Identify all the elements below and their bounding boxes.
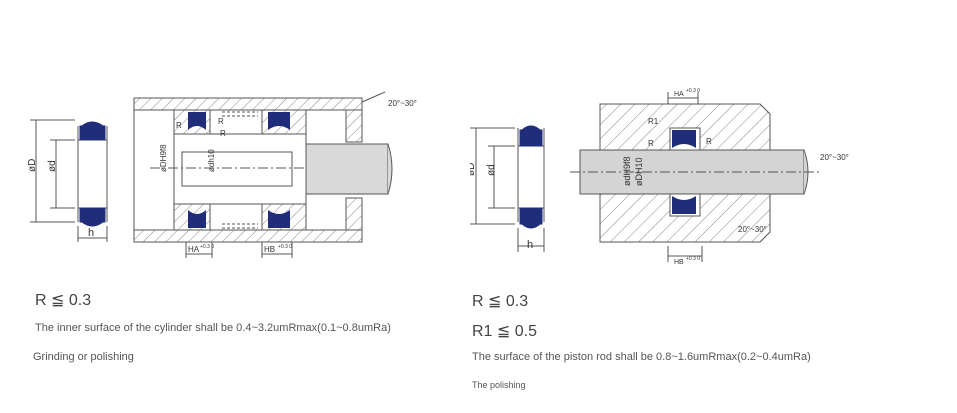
label-HB: HB — [264, 245, 275, 254]
label-HA-right: HA — [674, 91, 684, 98]
piston-seal-diagram: øD ød h 20°~30° øDH9f8 ødh10 R R — [27, 91, 417, 258]
label-phi-D-right: øD — [470, 163, 477, 176]
label-h: h — [88, 227, 94, 239]
label-phi-dH9f8: ødH9f8 — [622, 156, 632, 186]
label-phi-DH9f8: øDH9f8 — [159, 144, 168, 172]
label-HA: HA — [188, 245, 200, 254]
piston-rod — [305, 143, 393, 195]
label-HA-tol: +0.3 0 — [200, 244, 214, 250]
caption-r1-right: R1 ≦ 0.5 — [472, 323, 537, 340]
caption-r-right: R ≦ 0.3 — [472, 293, 529, 310]
caption-finish-left: Grinding or polishing — [33, 351, 134, 363]
label-HB-tol: +0.3 0 — [278, 244, 292, 250]
caption-r-left: R ≦ 0.3 — [35, 292, 92, 309]
label-R-right-b: R — [706, 137, 712, 146]
label-HA-tol-right: +0.3 0 — [686, 88, 700, 94]
label-angle-bottom: 20°~30° — [738, 225, 767, 234]
label-phi-D: øD — [27, 159, 38, 172]
label-R-3: R — [220, 129, 226, 138]
label-R-1: R — [176, 121, 182, 130]
caption-surface-right: The surface of the piston rod shall be 0… — [472, 351, 811, 363]
label-HB-right: HB — [674, 259, 684, 266]
rod — [570, 149, 820, 195]
label-phi-dh10: ødh10 — [207, 149, 216, 172]
label-angle-top: 20°~30° — [820, 153, 849, 162]
label-phi-d-right: ød — [486, 164, 497, 176]
seal-section-left — [30, 119, 108, 242]
label-R-right: R — [648, 139, 654, 148]
gland-housing — [599, 103, 771, 243]
label-R1-right: R1 — [648, 117, 659, 126]
cylinder-housing — [133, 91, 386, 243]
label-angle: 20°~30° — [388, 99, 417, 108]
label-phi-d: ød — [47, 160, 58, 172]
wear-ring — [222, 111, 258, 229]
caption-finish-right: The polishing — [472, 380, 526, 390]
label-HB-tol-right: +0.3 0 — [686, 256, 700, 262]
seal-section-right — [470, 125, 545, 252]
caption-surface-left: The inner surface of the cylinder shall … — [35, 322, 391, 334]
label-R-2: R — [218, 117, 224, 126]
label-h-right: h — [527, 239, 533, 251]
rod-seal-diagram: øD ød h ødH9f8 øDH10 R1 R R 20°~30° 20°~… — [470, 88, 849, 266]
label-phi-DH10: øDH10 — [634, 157, 644, 186]
installed-seals-left — [188, 112, 290, 228]
installed-seals-right — [672, 130, 696, 214]
